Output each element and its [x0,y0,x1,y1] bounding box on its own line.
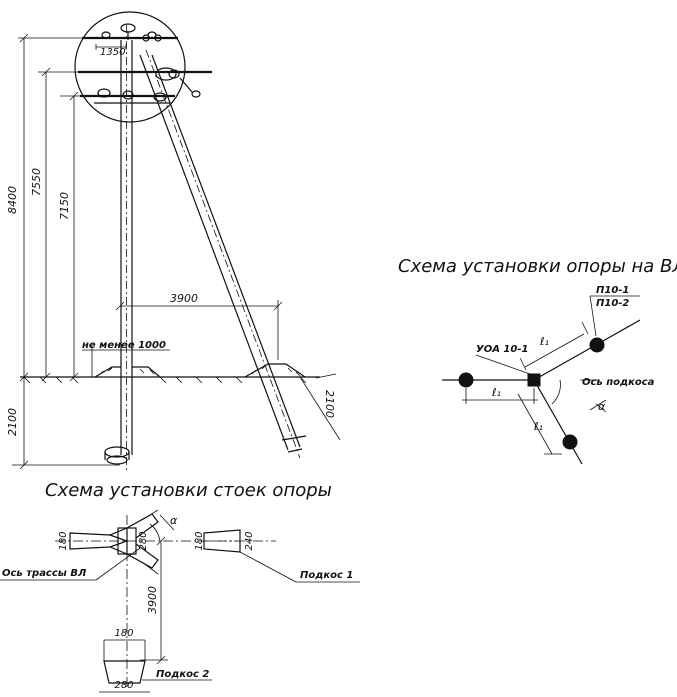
label-p10-2: П10-2 [596,298,629,309]
middle-crossarm [78,44,212,98]
dim-180-right: 180 [194,531,205,550]
dim-7550: 7550 [30,168,43,196]
dim-280-left: 280 [138,531,149,550]
dim-180-left: 180 [58,531,69,550]
dim-280-bottom: 280 [114,680,133,691]
racks-scheme-title: Схема установки стоек опоры [45,480,332,501]
dim-2100: 2100 [6,408,19,436]
dim-1350: 1350 [100,47,125,58]
label-l1-left: ℓ₁ [491,386,501,399]
label-axis-brace: Ось подкоса [582,377,655,388]
label-uoa: УОА 10-1 [476,344,528,355]
label-l1-upper: ℓ₁ [539,335,549,348]
pole-left [458,372,474,388]
pole-lower [562,434,578,450]
label-alpha-racks: α [170,514,178,527]
label-p10-1: П10-1 [596,285,629,296]
dim-240: 240 [244,531,255,550]
dimension-lines [12,33,341,470]
dim-8400: 8400 [6,186,19,214]
vl-installation-scheme: Схема установки опоры на ВЛ УОА 10-1 П10… [398,256,677,465]
dim-180-bottom: 180 [114,628,133,639]
detail-circle [74,11,186,123]
label-trass-axis: Ось трассы ВЛ [2,568,87,579]
label-brace-1: Подкос 1 [300,570,353,581]
dim-ne-menee-1000: не менее 1000 [82,340,166,351]
dim-7150: 7150 [58,192,71,220]
dim-3900: 3900 [170,292,198,305]
pole-elevation: 8400 7550 7150 2100 2100 3900 1350 не ме… [6,11,341,470]
lower-crossarm [80,88,175,104]
label-brace-2: Подкос 2 [156,669,209,680]
dim-2100-brace: 2100 [323,390,336,418]
label-alpha-vl: α [598,400,606,413]
racks-installation-scheme: Схема установки стоек опоры 18 [0,480,360,693]
upper-crossarm [82,23,178,42]
vl-scheme-title: Схема установки опоры на ВЛ [398,256,677,277]
uoa-node [527,373,541,387]
dim-3900-racks: 3900 [146,586,159,614]
pole [104,25,133,470]
brace [139,49,307,459]
label-l1-lower: ℓ₁ [533,420,543,433]
pole-upper [589,337,605,353]
